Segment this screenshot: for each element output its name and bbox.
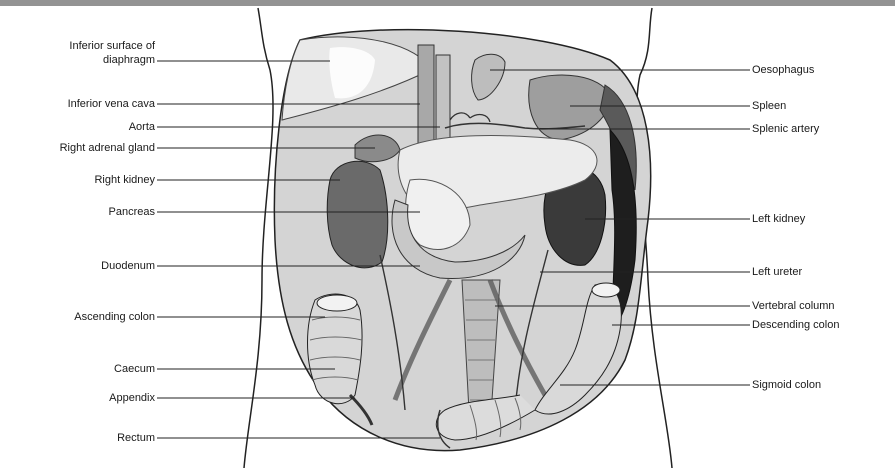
label-duodenum: Duodenum	[20, 260, 155, 272]
descending-colon-opening	[592, 283, 620, 297]
label-right-kidney: Right kidney	[20, 174, 155, 186]
label-pancreas: Pancreas	[20, 206, 155, 218]
label-spleen: Spleen	[752, 100, 786, 112]
label-sigmoid-colon: Sigmoid colon	[752, 379, 821, 391]
label-appendix: Appendix	[20, 392, 155, 404]
label-oesophagus: Oesophagus	[752, 64, 814, 76]
label-ascending-colon: Ascending colon	[10, 311, 155, 323]
label-inferior-surface-diaphragm: Inferior surface of diaphragm	[20, 39, 155, 67]
body-outline-left	[244, 8, 273, 468]
label-vertebral-column: Vertebral column	[752, 300, 835, 312]
label-left-ureter: Left ureter	[752, 266, 802, 278]
label-caecum: Caecum	[20, 363, 155, 375]
label-splenic-artery: Splenic artery	[752, 123, 819, 135]
label-left-kidney: Left kidney	[752, 213, 805, 225]
label-aorta: Aorta	[20, 121, 155, 133]
ascending-colon-opening	[317, 295, 357, 311]
label-inferior-vena-cava: Inferior vena cava	[20, 98, 155, 110]
label-rectum: Rectum	[20, 432, 155, 444]
right-kidney	[327, 161, 388, 268]
label-right-adrenal-gland: Right adrenal gland	[0, 142, 155, 154]
label-descending-colon: Descending colon	[752, 319, 839, 331]
